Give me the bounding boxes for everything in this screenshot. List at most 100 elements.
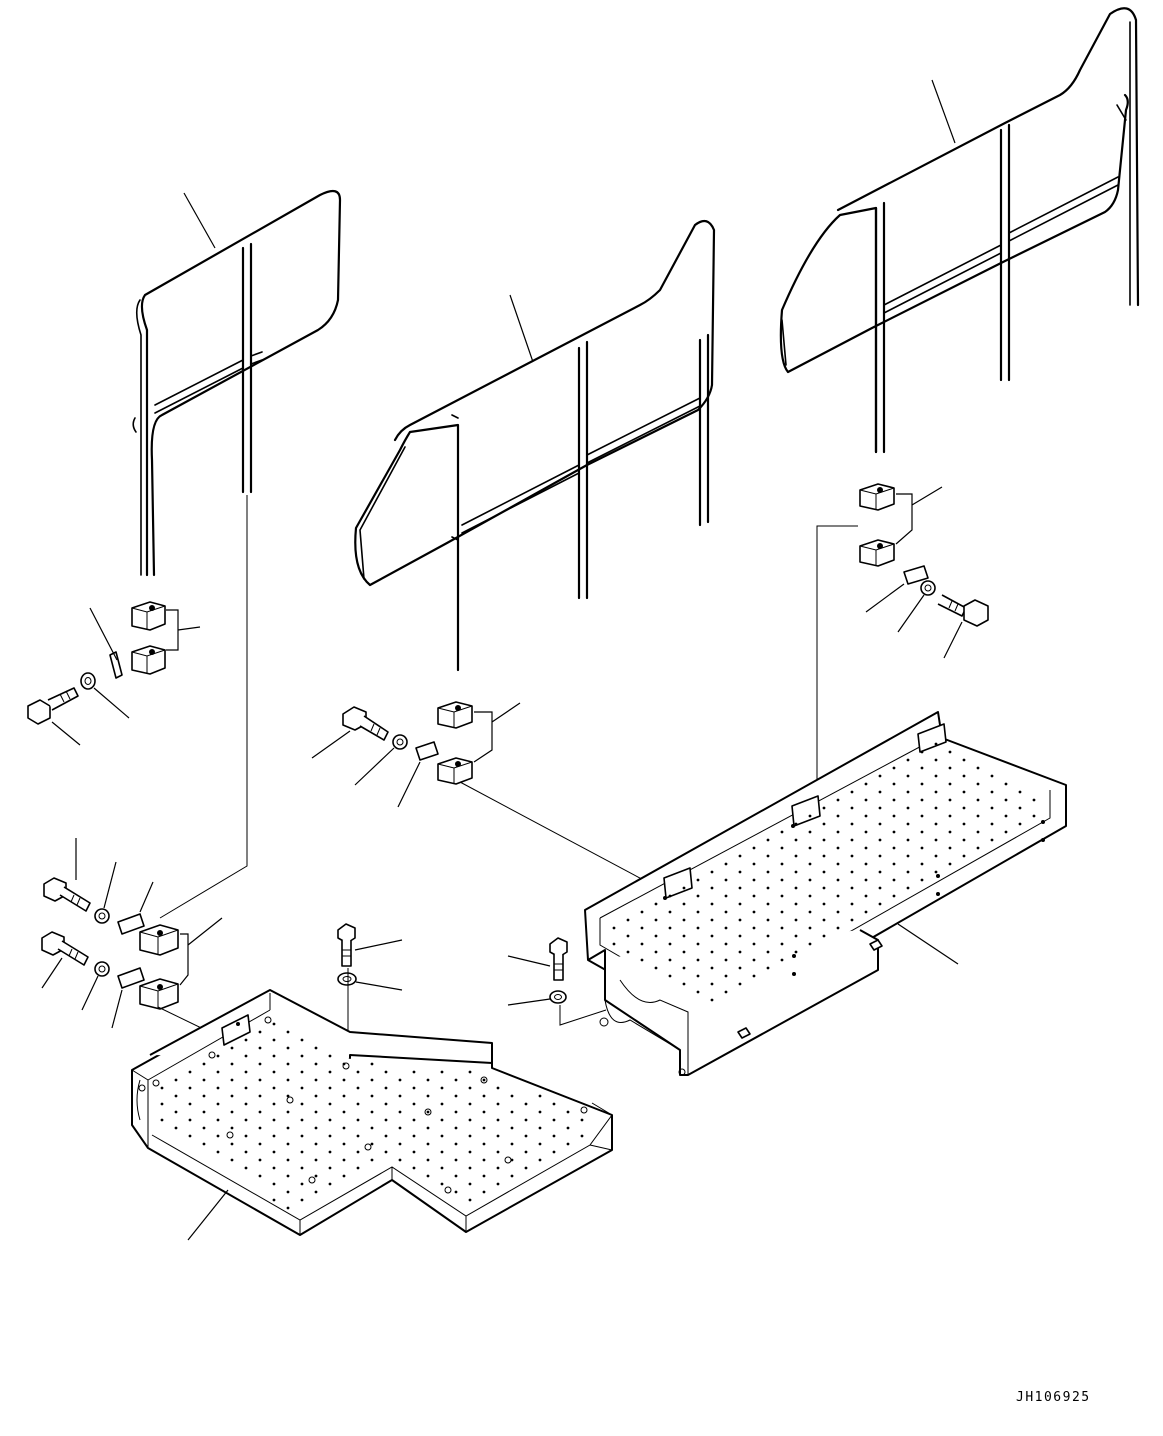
washer-icon	[337, 972, 357, 986]
perforation-hole	[780, 958, 784, 962]
perforation-hole	[738, 966, 742, 970]
perforation-hole	[524, 1102, 528, 1106]
perforation-hole	[794, 950, 798, 954]
perforation-hole	[384, 1118, 388, 1122]
perforation-hole	[696, 910, 700, 914]
perforation-hole	[174, 1110, 178, 1114]
perforation-hole	[920, 750, 924, 754]
perforation-hole	[892, 862, 896, 866]
perforation-hole	[948, 798, 952, 802]
leader-handrail-long	[931, 79, 956, 144]
perforation-hole	[356, 1150, 360, 1154]
perforation-hole	[696, 974, 700, 978]
perforation-hole	[328, 1086, 332, 1090]
perforation-hole	[780, 894, 784, 898]
perforation-hole	[244, 1102, 248, 1106]
leader-shim-lower-left-1	[139, 881, 154, 913]
perforation-hole	[948, 846, 952, 850]
perforation-hole	[976, 814, 980, 818]
perforation-hole	[412, 1086, 416, 1090]
perforation-hole	[906, 790, 910, 794]
perforation-hole	[160, 1118, 164, 1122]
perforation-hole	[188, 1086, 192, 1090]
perforation-hole	[892, 846, 896, 850]
perforation-hole	[906, 806, 910, 810]
perforation-hole	[454, 1126, 458, 1130]
perforation-hole	[962, 822, 966, 826]
leader-bolt-middle	[311, 730, 351, 759]
perforation-hole	[454, 1110, 458, 1114]
perforation-hole	[566, 1110, 570, 1114]
perforation-hole	[244, 1118, 248, 1122]
perforation-hole	[626, 950, 630, 954]
perforation-hole	[510, 1158, 514, 1162]
perforation-hole	[710, 934, 714, 938]
bolt-icon	[43, 877, 91, 912]
perforation-hole	[892, 798, 896, 802]
perforation-hole	[314, 1094, 318, 1098]
perforation-hole	[384, 1102, 388, 1106]
perforation-hole	[850, 902, 854, 906]
perforation-hole	[836, 846, 840, 850]
perforation-hole	[510, 1142, 514, 1146]
perforation-hole	[258, 1110, 262, 1114]
perforation-hole	[962, 806, 966, 810]
perforation-hole	[668, 910, 672, 914]
perforation-hole	[482, 1174, 486, 1178]
perforation-hole	[780, 878, 784, 882]
perforation-hole	[640, 942, 644, 946]
perforation-hole	[836, 878, 840, 882]
perforation-hole	[808, 862, 812, 866]
perforation-hole	[780, 846, 784, 850]
leader-handrail-short	[183, 192, 216, 249]
perforation-hole	[342, 1094, 346, 1098]
perforation-hole	[370, 1158, 374, 1162]
perforation-hole	[906, 854, 910, 858]
perforation-hole	[878, 870, 882, 874]
perforation-hole	[468, 1086, 472, 1090]
perforation-hole	[724, 926, 728, 930]
perforation-hole	[468, 1198, 472, 1202]
perforation-hole	[710, 982, 714, 986]
perforation-hole	[808, 830, 812, 834]
perforation-hole	[780, 830, 784, 834]
perforation-hole	[342, 1078, 346, 1082]
perforation-hole	[1018, 806, 1022, 810]
perforation-hole	[454, 1174, 458, 1178]
perforation-hole	[496, 1182, 500, 1186]
perforation-hole	[934, 870, 938, 874]
perforation-hole	[766, 934, 770, 938]
perforation-hole	[906, 838, 910, 842]
clamp-block-icon	[139, 978, 179, 1010]
perforation-hole	[850, 918, 854, 922]
perforation-hole	[216, 1086, 220, 1090]
perforation-hole	[808, 894, 812, 898]
perforation-hole	[286, 1190, 290, 1194]
perforation-hole	[342, 1158, 346, 1162]
perforation-hole	[538, 1158, 542, 1162]
perforation-hole	[202, 1062, 206, 1066]
washer-icon	[920, 580, 936, 596]
perforation-hole	[836, 798, 840, 802]
leader-washer-middle	[354, 747, 395, 786]
perforation-hole	[314, 1046, 318, 1050]
perforation-hole	[920, 830, 924, 834]
perforation-hole	[920, 766, 924, 770]
perforation-hole	[370, 1110, 374, 1114]
perforation-hole	[878, 854, 882, 858]
perforation-hole	[682, 886, 686, 890]
perforation-hole	[906, 822, 910, 826]
perforation-hole	[272, 1038, 276, 1042]
perforation-hole	[412, 1134, 416, 1138]
perforation-hole	[342, 1142, 346, 1146]
perforation-hole	[244, 1070, 248, 1074]
perforation-hole	[356, 1070, 360, 1074]
perforation-hole	[808, 846, 812, 850]
perforation-hole	[230, 1078, 234, 1082]
perforation-hole	[524, 1150, 528, 1154]
clamp-block-icon	[859, 483, 895, 511]
perforation-hole	[990, 838, 994, 842]
perforation-hole	[780, 910, 784, 914]
perforation-hole	[766, 966, 770, 970]
